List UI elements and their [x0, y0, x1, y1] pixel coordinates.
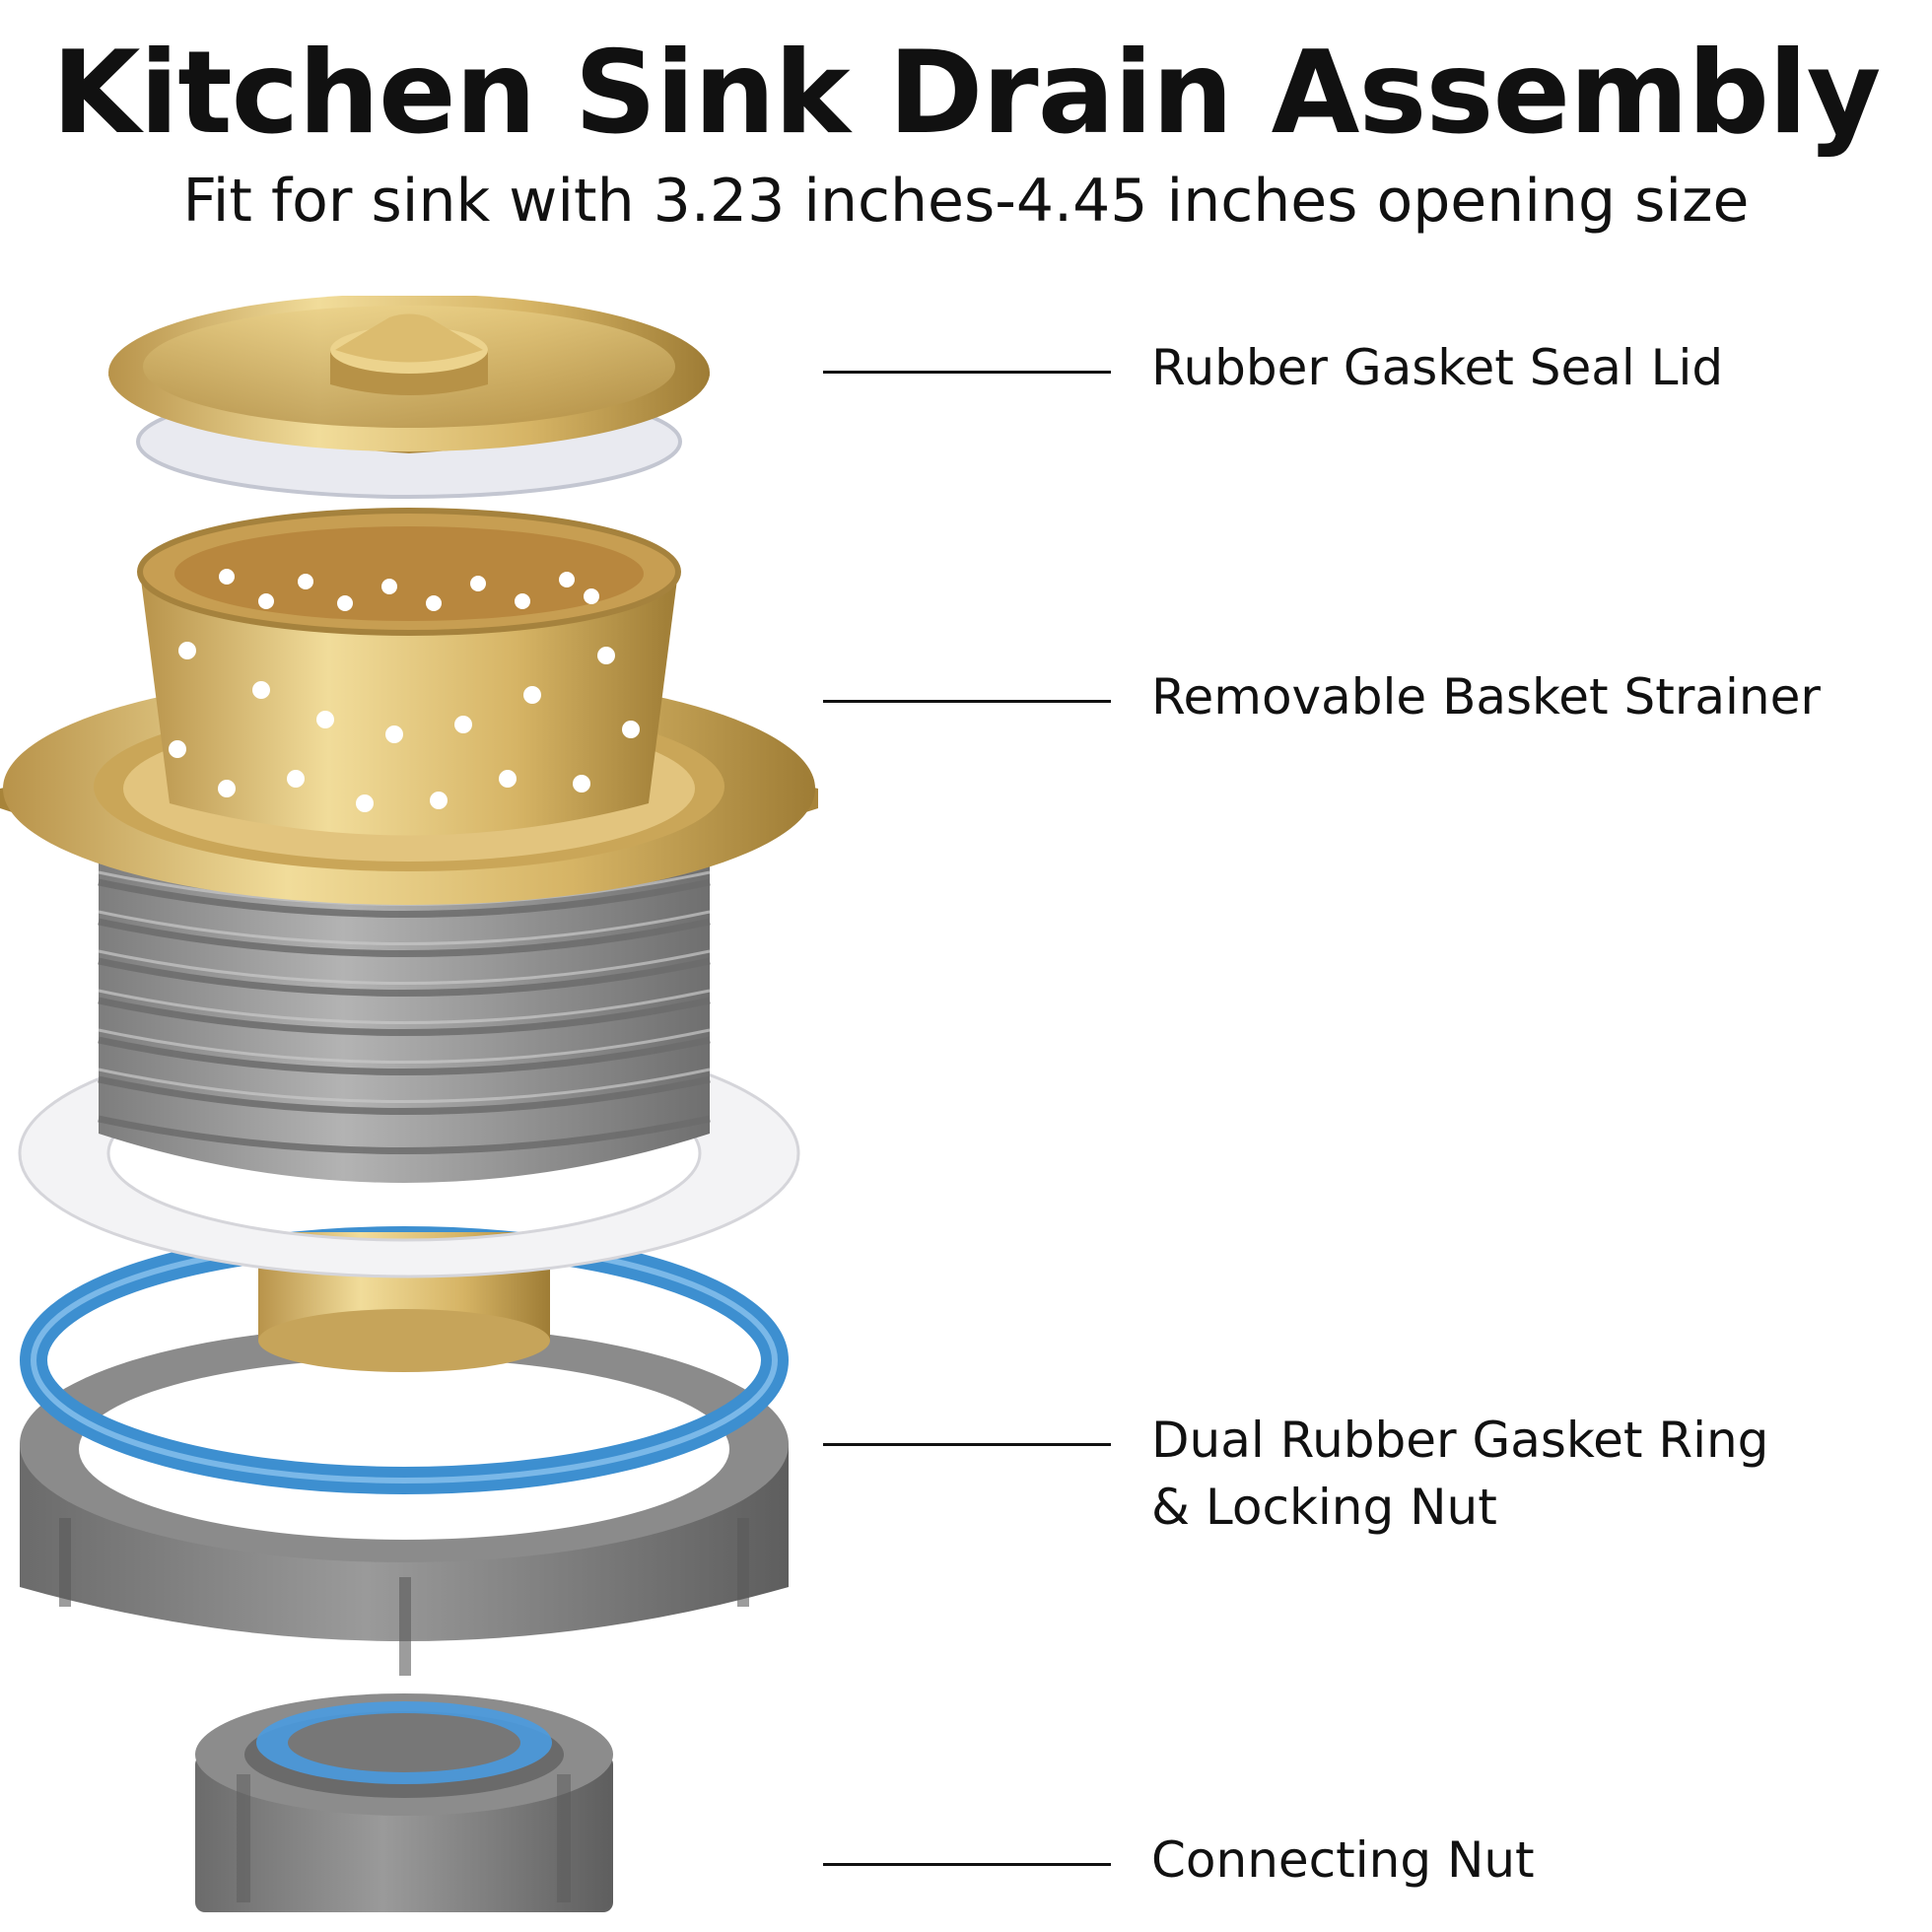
drain-assembly-illustration	[0, 296, 818, 1912]
seal-lid-part	[108, 296, 710, 499]
callout-seal-lid: Rubber Gasket Seal Lid	[0, 339, 1932, 396]
basket-strainer-part	[137, 508, 681, 836]
page-title: Kitchen Sink Drain Assembly	[51, 27, 1882, 160]
callout-basket-strainer: Removable Basket Strainer	[0, 668, 1932, 725]
leader-line	[823, 1863, 1111, 1866]
page-subtitle: Fit for sink with 3.23 inches-4.45 inche…	[182, 167, 1750, 236]
callout-label-line2: & Locking Nut	[1151, 1479, 1497, 1536]
callout-label: Removable Basket Strainer	[1151, 668, 1821, 725]
callout-label: Connecting Nut	[1151, 1831, 1535, 1889]
locking-nut-part	[20, 1326, 789, 1676]
callout-label: Rubber Gasket Seal Lid	[1151, 339, 1724, 396]
callout-gasket-ring-locking-nut: Dual Rubber Gasket Ring & Locking Nut	[0, 1412, 1932, 1536]
connecting-nut-part	[195, 1693, 613, 1912]
leader-line	[823, 371, 1111, 374]
leader-line	[823, 700, 1111, 703]
threaded-body-part	[98, 848, 711, 1183]
callout-label-line1: Dual Rubber Gasket Ring	[1151, 1412, 1769, 1469]
callout-connecting-nut: Connecting Nut	[0, 1831, 1932, 1889]
leader-line	[823, 1443, 1111, 1446]
